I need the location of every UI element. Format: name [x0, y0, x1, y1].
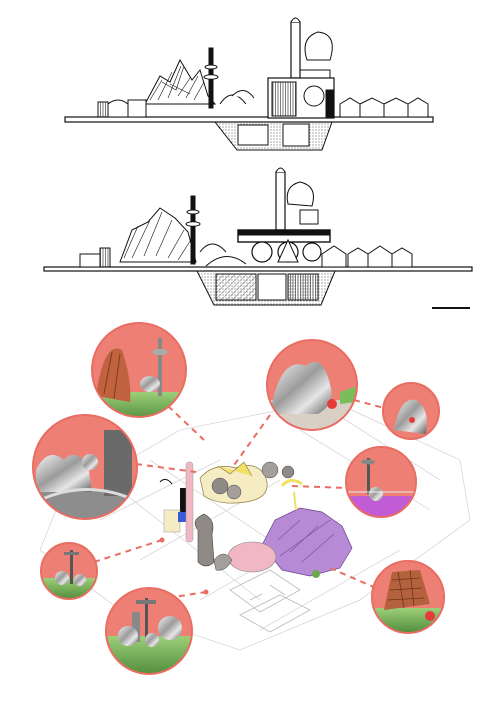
- upper-basement: [214, 121, 333, 151]
- axonometric-masses: [159, 461, 353, 578]
- upper-section-drawing: [64, 17, 434, 151]
- lower-ground-slab: [43, 266, 473, 272]
- vignette-violet-ground-view: [345, 446, 417, 518]
- upper-basement-room: [237, 124, 269, 146]
- black-pillar: [180, 488, 187, 514]
- lower-chimney: [275, 171, 286, 231]
- lower-antenna-tower: [190, 195, 196, 265]
- vignette-tower-small: [40, 542, 98, 600]
- lower-section-drawing: [43, 167, 473, 306]
- vignette-canopy-view: [91, 322, 187, 418]
- vignette-tiled-canopy-view: [371, 560, 445, 634]
- gray-tower-form: [194, 513, 215, 567]
- vignette-plaza-view: [32, 414, 138, 520]
- lower-mountain-canopy: [119, 207, 197, 263]
- upper-mountain-canopy: [144, 58, 217, 105]
- pink-dome: [227, 541, 277, 573]
- vignette-pod-small: [382, 382, 440, 440]
- vignette-chrome-dome-view: [266, 339, 358, 431]
- upper-basement-room-2: [282, 123, 310, 147]
- violet-landform: [261, 507, 353, 577]
- upper-bulb-form: [304, 31, 333, 61]
- upper-ground-slab: [64, 116, 434, 123]
- upper-chimney: [290, 21, 301, 79]
- vignette-connectors: [93, 399, 385, 599]
- vignette-spheres-view: [105, 587, 193, 675]
